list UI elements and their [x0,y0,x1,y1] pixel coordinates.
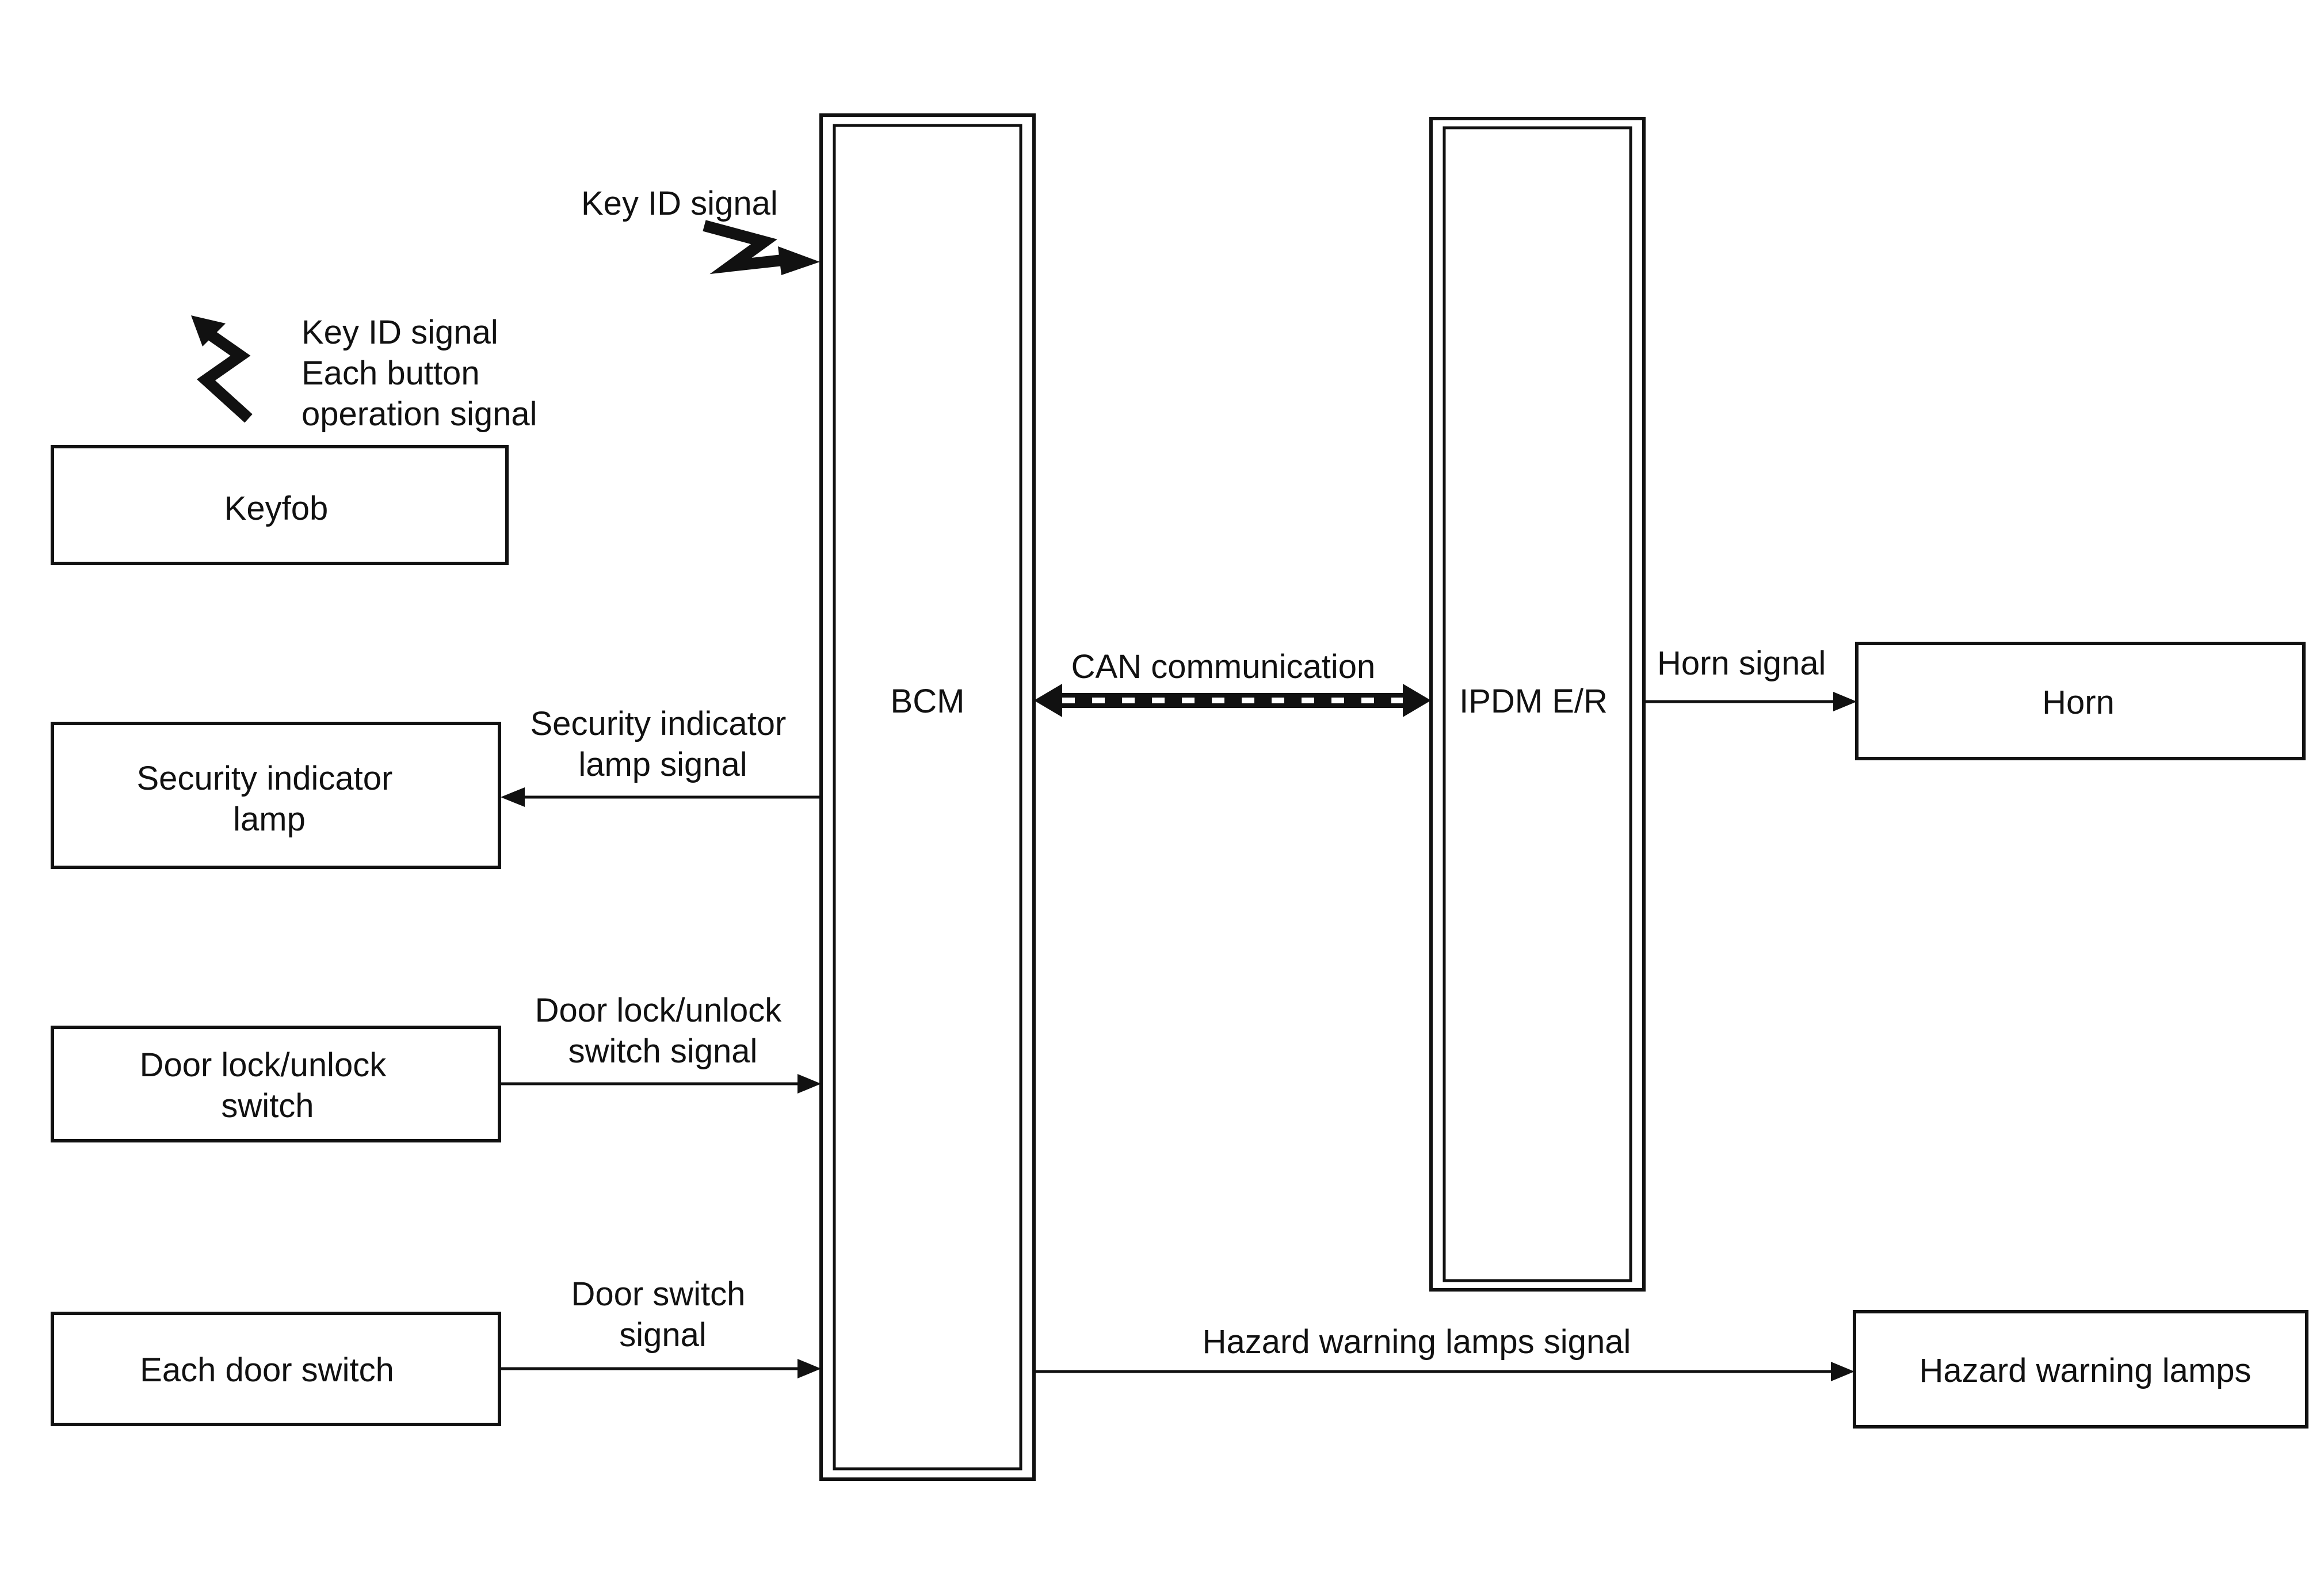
each-door-switch-label: Each door switch [140,1351,394,1389]
door-lock-unlock-switch-block: Door lock/unlock switch [51,1026,501,1142]
each-door-switch-block: Each door switch [51,1312,501,1426]
bcm-label: BCM [891,683,965,720]
door-switch-signal-arrow [499,1359,821,1378]
lightning-bolt-icon [191,315,253,423]
door-lock-signal-label: Door lock/unlock switch signal [535,992,791,1070]
ipdm-block: IPDM E/R [1429,117,1646,1292]
hazard-signal-label: Hazard warning lamps signal [1203,1323,1631,1361]
security-lamp-signal-label: Security indicator lamp signal [531,705,796,783]
ipdm-label: IPDM E/R [1459,683,1608,720]
can-bus-arrow [1034,684,1431,717]
can-communication-label: CAN communication [1071,648,1376,685]
bcm-block: BCM [819,113,1036,1481]
horn-label: Horn [2042,684,2115,721]
lightning-bolt-icon [703,220,820,275]
door-lock-unlock-switch-label: Door lock/unlock switch [140,1046,396,1125]
security-lamp-signal-arrow [501,787,821,807]
hazard-warning-lamps-label: Hazard warning lamps [1919,1352,2251,1389]
security-indicator-lamp-label: Security indicator lamp [137,760,402,838]
key-id-signal-label: Key ID signal [581,185,778,222]
horn-block: Horn [1855,642,2306,760]
hazard-signal-arrow [1034,1362,1854,1381]
door-switch-signal-label: Door switch signal [571,1275,754,1354]
keyfob-wireless-label: Key ID signal Each button operation sign… [302,314,537,433]
security-indicator-lamp-block: Security indicator lamp [51,722,501,869]
keyfob-block: Keyfob [51,445,509,565]
horn-signal-arrow [1644,692,1857,711]
door-lock-signal-arrow [499,1074,821,1094]
hazard-warning-lamps-block: Hazard warning lamps [1853,1310,2308,1429]
horn-signal-label: Horn signal [1657,645,1826,682]
keyfob-label: Keyfob [224,490,329,527]
